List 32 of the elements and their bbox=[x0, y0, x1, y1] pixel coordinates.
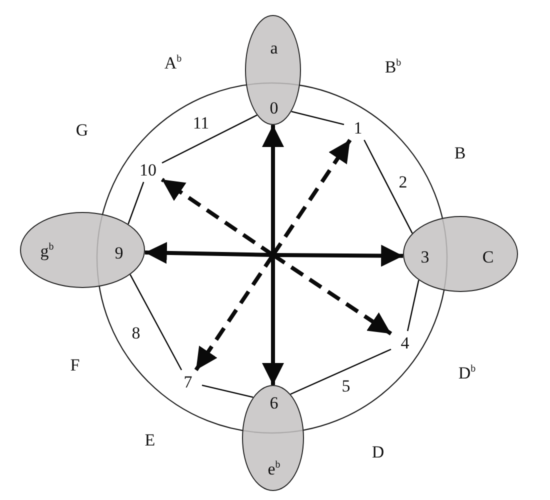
arrow bbox=[262, 125, 284, 255]
connector-line bbox=[128, 182, 144, 224]
pitch-number: 0 bbox=[270, 100, 278, 116]
arrow bbox=[272, 244, 404, 267]
key-name: E bbox=[144, 432, 156, 448]
key-name: G bbox=[76, 122, 88, 138]
connector-line bbox=[130, 274, 182, 370]
pitch-number: 4 bbox=[398, 332, 412, 354]
key-name: B$^{b}$ bbox=[384, 58, 402, 76]
key-name: g$^{b}$ bbox=[40, 242, 54, 260]
key-name: B bbox=[454, 144, 466, 162]
pitch-number: 10 bbox=[136, 160, 160, 180]
connector-line bbox=[406, 280, 420, 332]
key-name: A$^{b}$ bbox=[164, 54, 182, 72]
pitch-number: 9 bbox=[114, 244, 124, 262]
key-name: F bbox=[70, 356, 80, 374]
key-name: e$^{b}$ bbox=[268, 460, 280, 478]
connector-line bbox=[162, 114, 258, 164]
connector-line bbox=[290, 348, 392, 395]
key-name: C bbox=[482, 248, 494, 266]
key-name: D bbox=[372, 444, 384, 460]
arrow bbox=[144, 242, 274, 264]
pitch-number: 1 bbox=[350, 118, 366, 138]
key-name: a bbox=[270, 40, 278, 56]
connector-line bbox=[202, 384, 254, 398]
pitch-number: 7 bbox=[180, 372, 196, 392]
pitch-number: 3 bbox=[420, 248, 430, 266]
connector-line bbox=[291, 110, 344, 126]
pitch-number: 6 bbox=[270, 394, 278, 412]
key-name: D$^{b}$ bbox=[458, 364, 476, 382]
connector-line bbox=[364, 140, 413, 234]
arrow bbox=[262, 255, 284, 385]
